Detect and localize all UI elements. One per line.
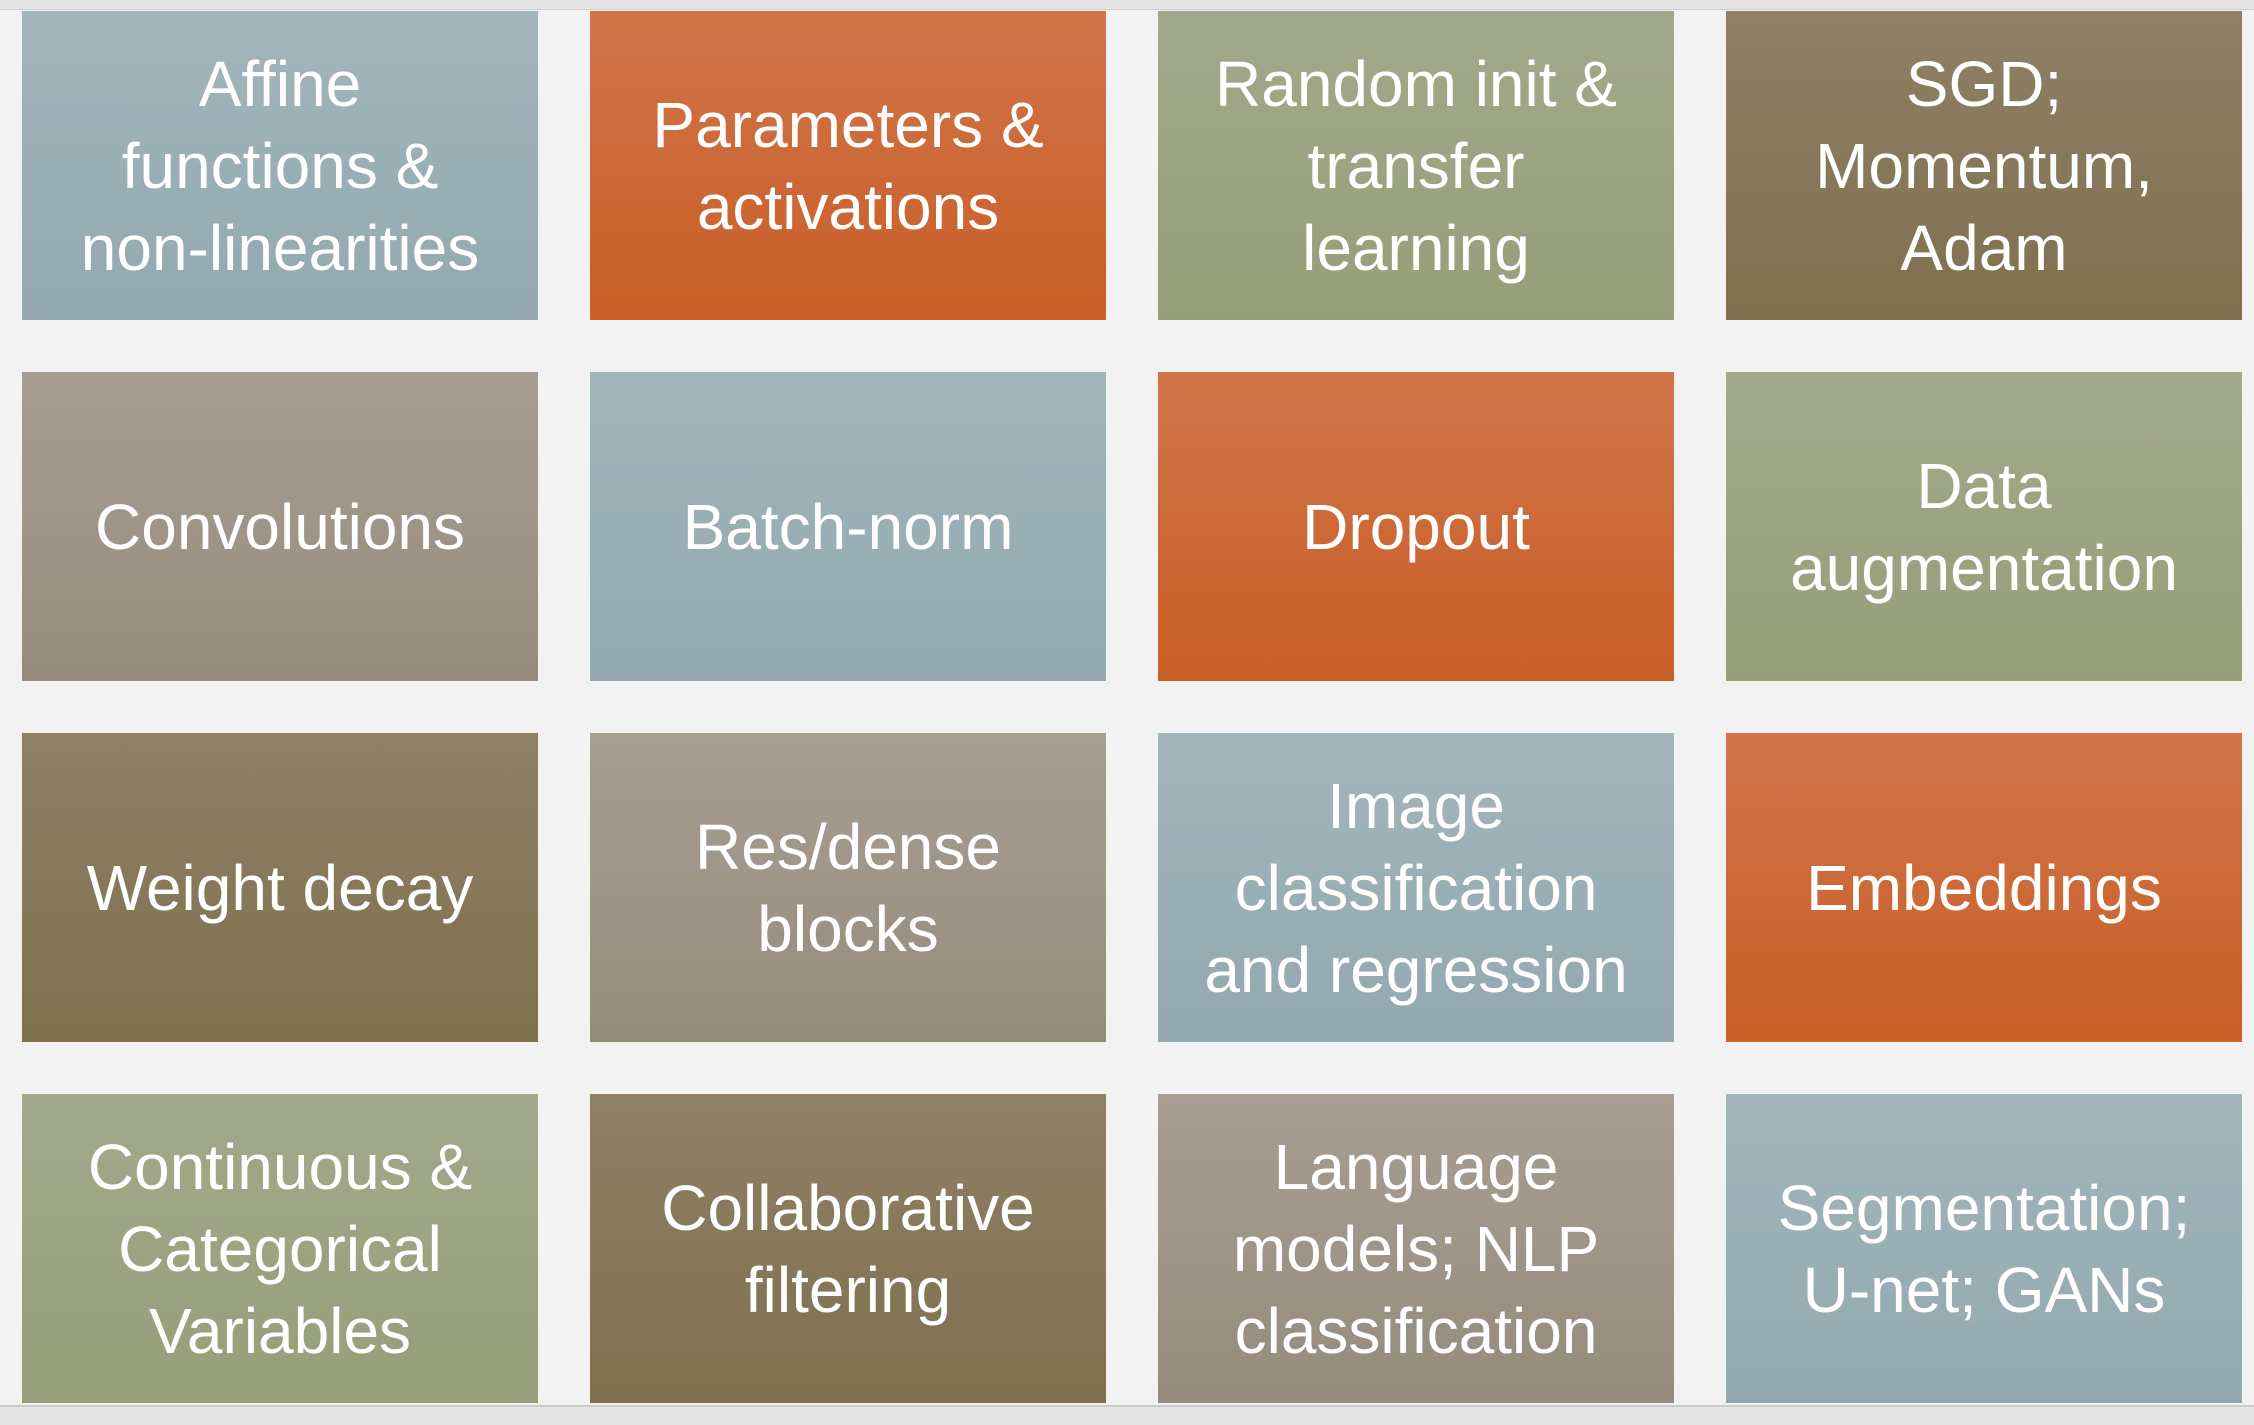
tile-convolutions[interactable]: Convolutions	[22, 372, 538, 681]
tile-continuous-categorical[interactable]: Continuous & Categorical Variables	[22, 1094, 538, 1403]
tile-res-dense-blocks[interactable]: Res/dense blocks	[590, 733, 1106, 1042]
topic-grid: Affine functions & non-linearities Param…	[22, 11, 2242, 1403]
tile-dropout[interactable]: Dropout	[1158, 372, 1674, 681]
top-edge	[0, 0, 2254, 10]
tile-embeddings[interactable]: Embeddings	[1726, 733, 2242, 1042]
tile-batch-norm[interactable]: Batch-norm	[590, 372, 1106, 681]
tile-image-classification[interactable]: Image classification and regression	[1158, 733, 1674, 1042]
tile-affine-functions[interactable]: Affine functions & non-linearities	[22, 11, 538, 320]
tile-data-augmentation[interactable]: Data augmentation	[1726, 372, 2242, 681]
bottom-edge	[0, 1405, 2254, 1425]
tile-weight-decay[interactable]: Weight decay	[22, 733, 538, 1042]
tile-segmentation[interactable]: Segmentation; U-net; GANs	[1726, 1094, 2242, 1403]
tile-parameters-activations[interactable]: Parameters & activations	[590, 11, 1106, 320]
tile-language-models[interactable]: Language models; NLP classification	[1158, 1094, 1674, 1403]
tile-sgd[interactable]: SGD; Momentum, Adam	[1726, 11, 2242, 320]
tile-collaborative-filtering[interactable]: Collaborative filtering	[590, 1094, 1106, 1403]
tile-random-init[interactable]: Random init & transfer learning	[1158, 11, 1674, 320]
